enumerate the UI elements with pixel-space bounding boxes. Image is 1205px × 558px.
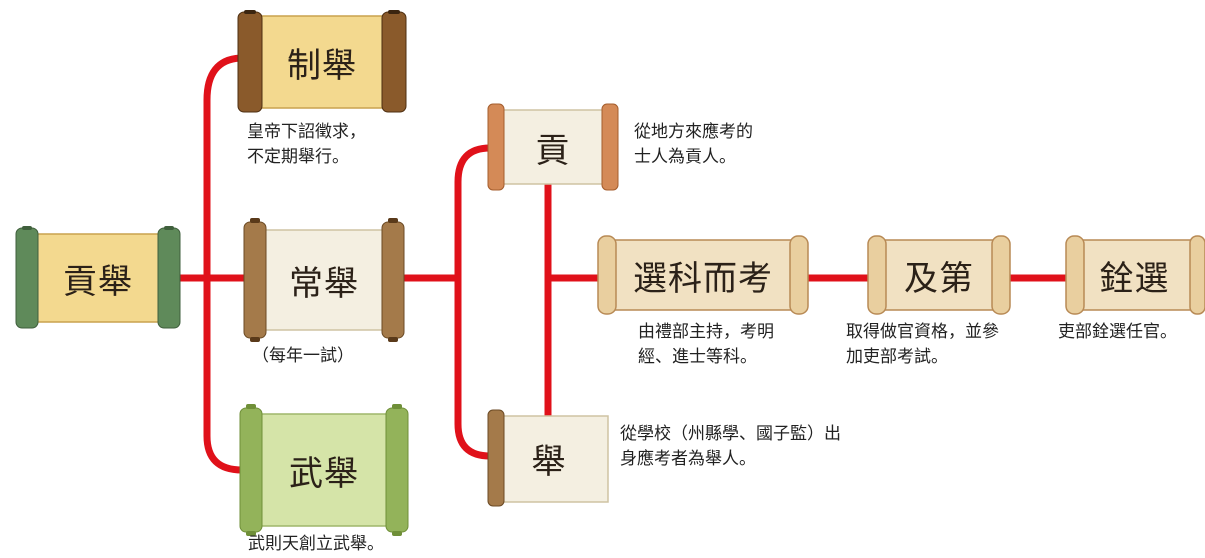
scroll-ju: 舉 <box>486 408 612 508</box>
note-zhiju-line-2: 不定期舉行。 <box>247 147 349 167</box>
note-zhiju-line-1: 皇帝下詔徵求， <box>247 122 366 142</box>
scroll-label-quanxuan: 銓選 <box>1099 258 1170 299</box>
note-gong-line-2: 士人為貢人。 <box>634 147 736 167</box>
note-ju-line-1: 從學校（州縣學、國子監）出 <box>620 424 841 444</box>
scroll-jidi: 及第 <box>866 232 1012 318</box>
scroll-label-zhiju: 制舉 <box>287 45 357 86</box>
note-wuju: 武則天創立武舉。 <box>248 532 384 557</box>
note-wuju-line-1: 武則天創立武舉。 <box>248 534 384 554</box>
scroll-gongju: 貢舉 <box>10 226 186 330</box>
note-changju-line-1: （每年一試） <box>252 346 354 366</box>
scroll-label-xuanke: 選科而考 <box>633 258 773 299</box>
note-quanxuan: 吏部銓選任官。 <box>1058 320 1177 345</box>
scroll-label-gongju: 貢舉 <box>63 261 133 302</box>
scroll-wuju: 武舉 <box>234 404 414 536</box>
note-zhiju: 皇帝下詔徵求， 不定期舉行。 <box>247 120 366 170</box>
scroll-gong: 貢 <box>486 102 620 192</box>
note-gong-line-1: 從地方來應考的 <box>634 122 753 142</box>
note-jidi: 取得做官資格，並參 加吏部考試。 <box>846 320 999 370</box>
note-gong: 從地方來應考的 士人為貢人。 <box>634 120 753 170</box>
scroll-changju: 常舉 <box>236 218 412 342</box>
note-quanxuan-line-1: 吏部銓選任官。 <box>1058 322 1177 342</box>
note-jidi-line-2: 加吏部考試。 <box>846 347 948 367</box>
note-xuanke-line-2: 經、進士等科。 <box>638 347 757 367</box>
note-xuanke: 由禮部主持，考明 經、進士等科。 <box>638 320 774 370</box>
scroll-zhiju: 制舉 <box>234 10 410 114</box>
note-jidi-line-1: 取得做官資格，並參 <box>846 322 999 342</box>
connector-branch-vertical <box>203 54 246 474</box>
note-ju-line-2: 身應考者為舉人。 <box>620 449 756 469</box>
connector-gong-ju-branch <box>454 144 494 460</box>
note-xuanke-line-1: 由禮部主持，考明 <box>638 322 774 342</box>
scroll-label-changju: 常舉 <box>289 263 359 304</box>
scroll-label-ju: 舉 <box>531 441 567 482</box>
scroll-label-gong: 貢 <box>535 130 571 171</box>
scroll-xuanke: 選科而考 <box>594 232 812 318</box>
scroll-label-wuju: 武舉 <box>289 453 359 494</box>
scroll-label-jidi: 及第 <box>904 258 974 299</box>
note-ju: 從學校（州縣學、國子監）出 身應考者為舉人。 <box>620 422 841 472</box>
scroll-quanxuan: 銓選 <box>1064 232 1205 318</box>
note-changju: （每年一試） <box>252 344 354 369</box>
